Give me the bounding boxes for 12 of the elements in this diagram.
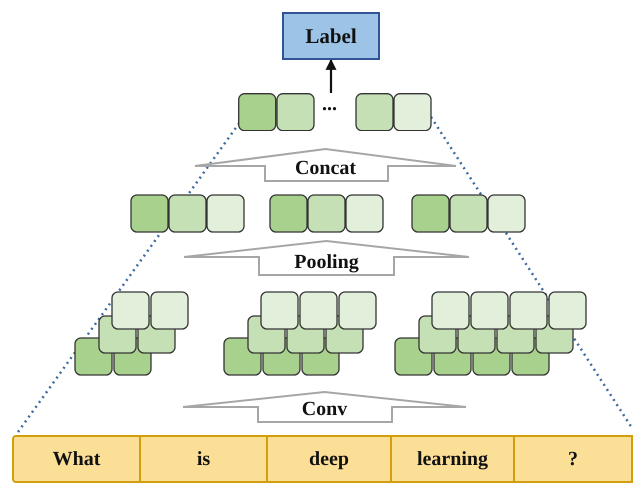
word-cell: What (12, 435, 141, 483)
word-cell: learning (392, 435, 515, 483)
ellipsis-text: ... (322, 92, 337, 116)
block-arrow: Conv (182, 391, 467, 423)
label-box: Label (282, 12, 380, 60)
arrow (326, 58, 336, 93)
word-cell: deep (268, 435, 392, 483)
word-cell: ? (515, 435, 633, 483)
word-cell: is (141, 435, 268, 483)
feature-vector-drawing (238, 93, 432, 131)
block-arrow: Concat (194, 148, 457, 182)
block-arrow: Pooling (183, 240, 470, 276)
